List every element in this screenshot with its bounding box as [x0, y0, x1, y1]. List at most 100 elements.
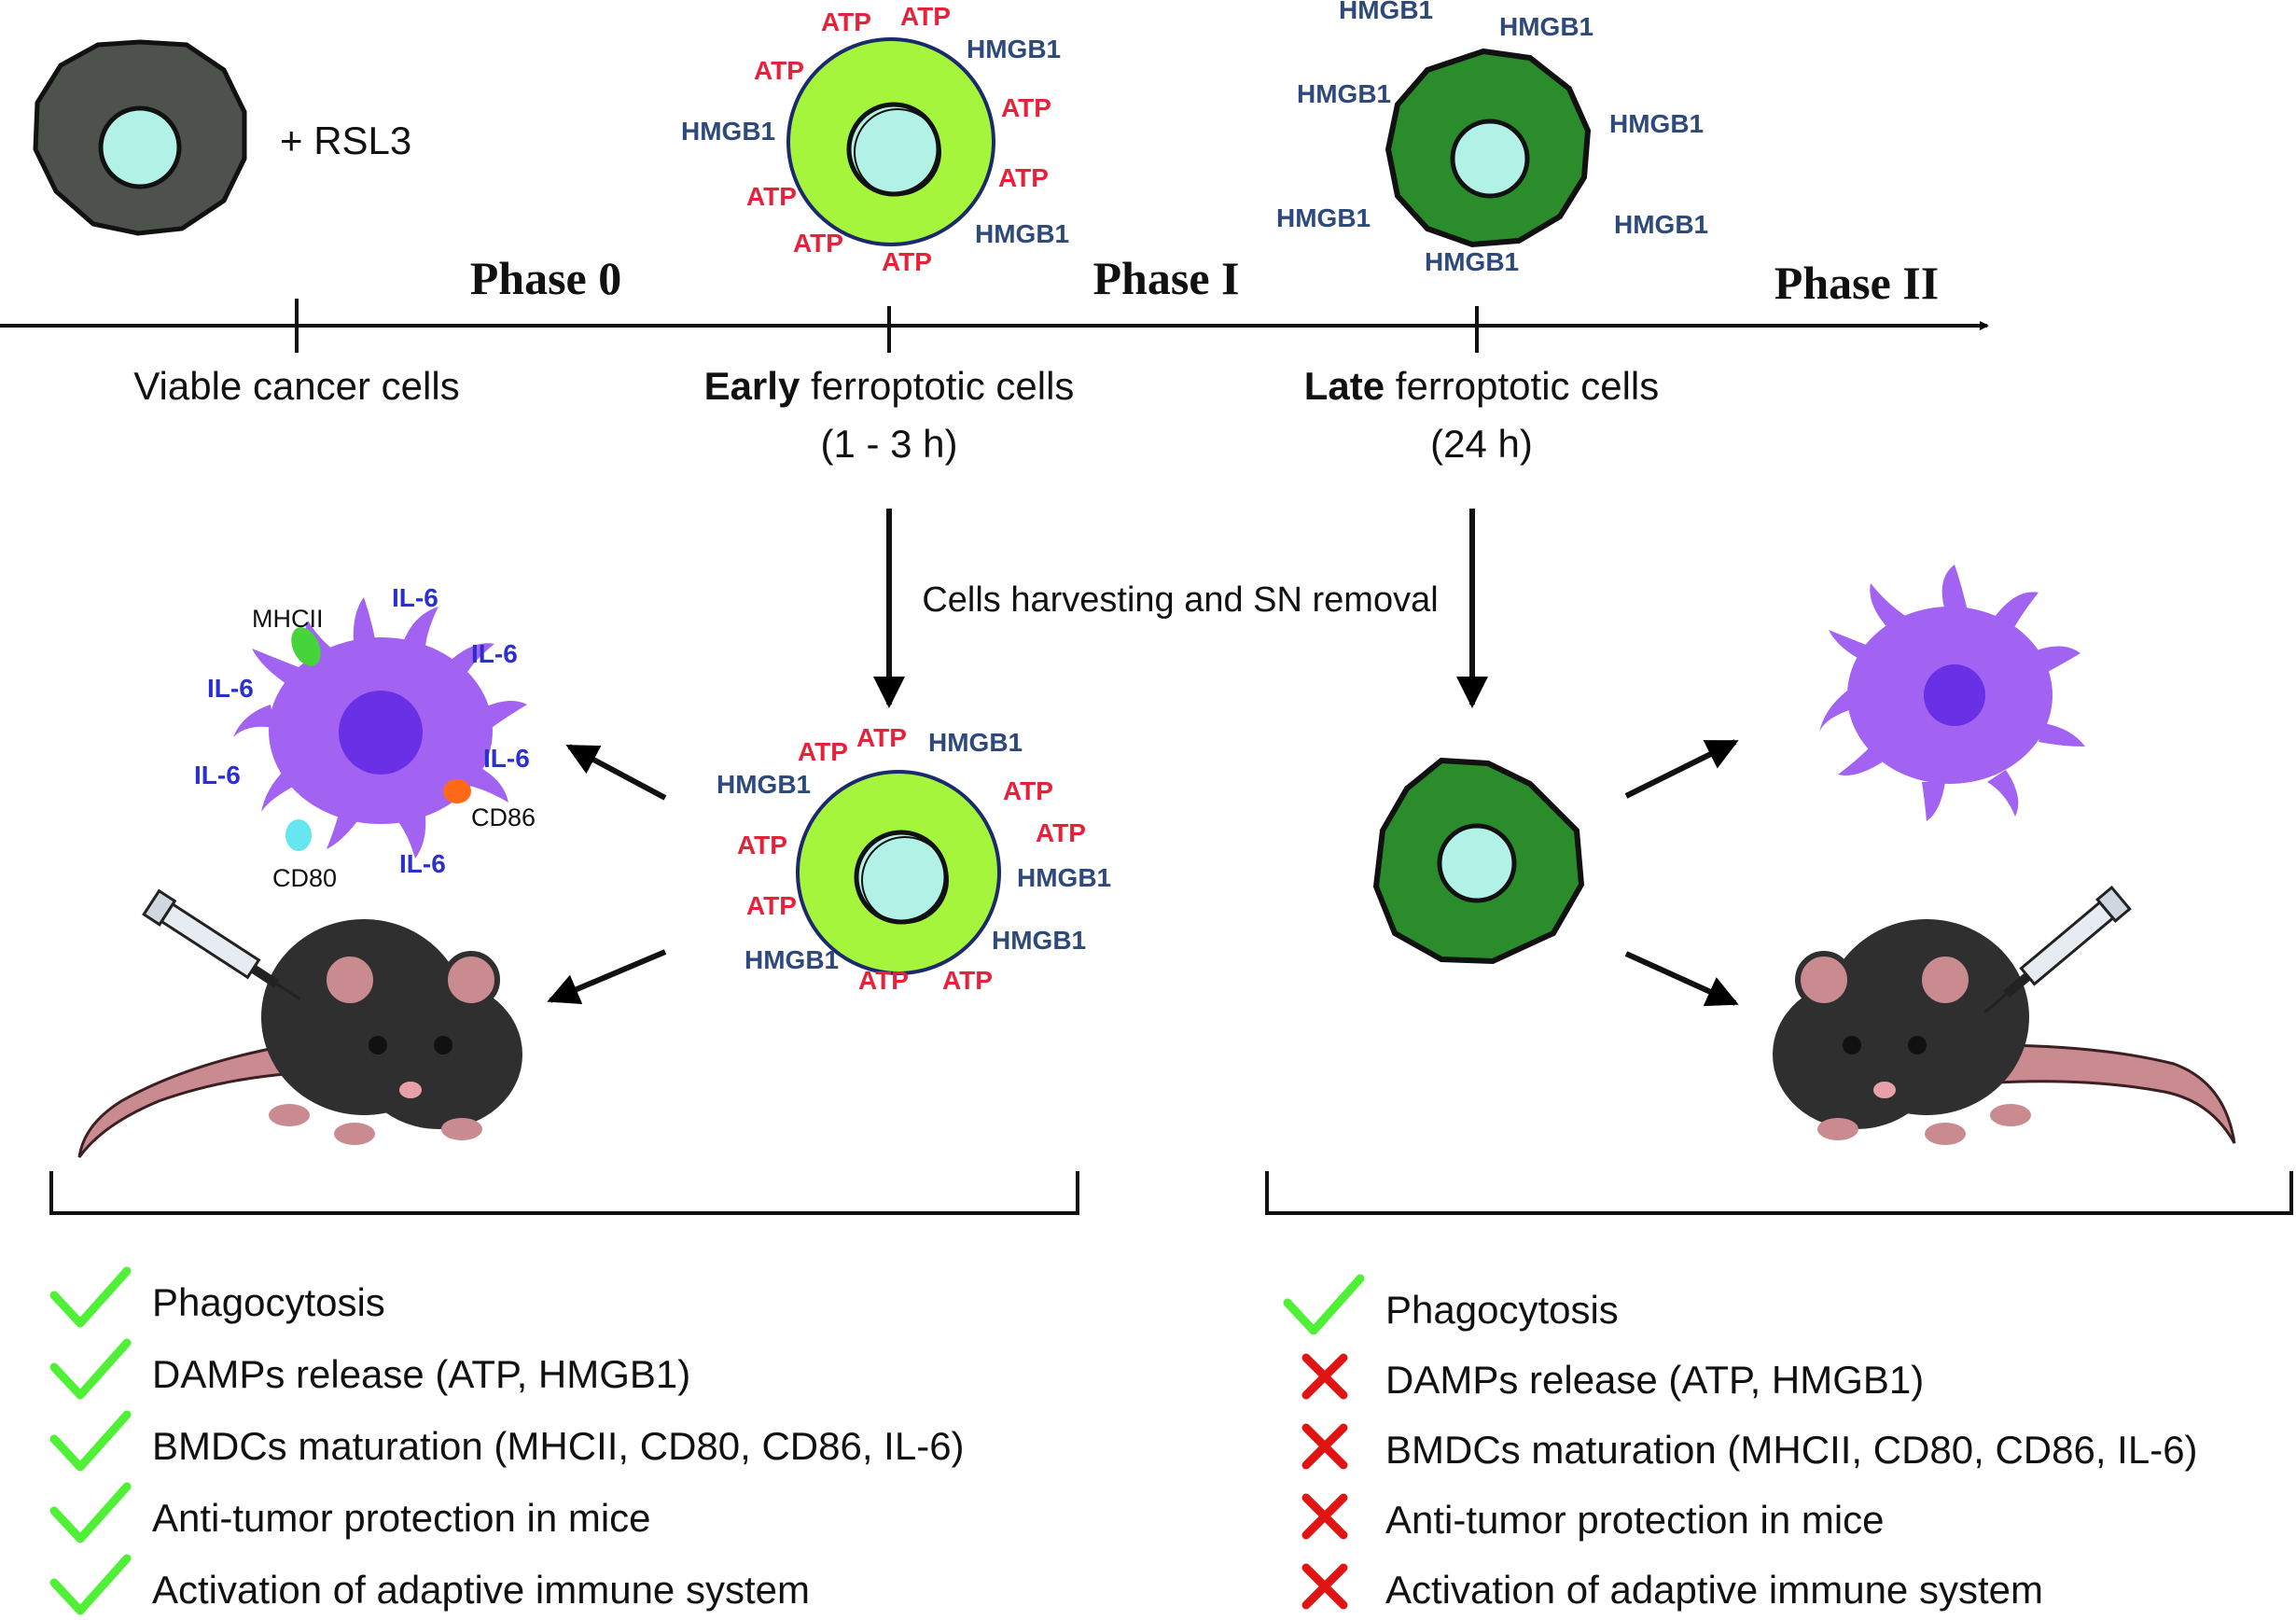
outcome-item: DAMPs release (ATP, HMGB1) — [1301, 1353, 1924, 1402]
stage-0-label: Viable cancer cells — [133, 364, 459, 408]
outcome-text: Activation of adaptive immune system — [152, 1568, 810, 1612]
atp-label: ATP — [1001, 93, 1051, 122]
atp-label: ATP — [821, 7, 871, 36]
atp-label: ATP — [900, 2, 951, 31]
outcome-item: Anti-tumor protection in mice — [1301, 1493, 1885, 1542]
mouse-right — [1773, 885, 2236, 1145]
outcome-item: Phagocytosis — [1283, 1274, 1619, 1335]
hmgb1-label: HMGB1 — [681, 117, 775, 146]
mouse-left — [77, 888, 522, 1158]
outcome-text: Anti-tumor protection in mice — [152, 1496, 651, 1540]
hmgb1-label: HMGB1 — [1297, 79, 1391, 108]
check-icon — [49, 1266, 132, 1328]
arrow-to-mouse-left — [547, 949, 667, 1004]
late-ferroptotic-cell-top — [1385, 48, 1592, 248]
cross-icon — [1301, 1423, 1348, 1470]
atp-label: ATP — [798, 737, 848, 766]
outcome-item: Phagocytosis — [49, 1266, 385, 1328]
atp-label: ATP — [1036, 818, 1086, 847]
outcome-text: DAMPs release (ATP, HMGB1) — [1385, 1358, 1924, 1402]
hmgb1-label: HMGB1 — [1017, 863, 1111, 892]
atp-label: ATP — [882, 247, 932, 276]
hmgb1-label: HMGB1 — [744, 945, 839, 974]
outcome-text: Anti-tumor protection in mice — [1385, 1498, 1885, 1542]
harvest-label: Cells harvesting and SN removal — [922, 580, 1438, 620]
atp-label: ATP — [746, 182, 797, 211]
atp-label: ATP — [737, 831, 787, 859]
outcome-item: Activation of adaptive immune system — [1301, 1563, 2043, 1612]
hmgb1-label: HMGB1 — [928, 728, 1023, 757]
cd86-label: CD86 — [471, 803, 536, 831]
outcome-item: Anti-tumor protection in mice — [49, 1482, 651, 1543]
hmgb1-label: HMGB1 — [1499, 12, 1593, 41]
il6-label: IL-6 — [392, 583, 438, 612]
atp-label: ATP — [746, 891, 797, 920]
outcome-item: Activation of adaptive immune system — [49, 1554, 810, 1615]
stage-2-time: (24 h) — [1430, 422, 1533, 466]
viable-cancer-cell — [33, 39, 247, 236]
il6-label: IL-6 — [399, 849, 446, 878]
hmgb1-label: HMGB1 — [1609, 109, 1704, 138]
cd80-label: CD80 — [272, 864, 337, 892]
hmgb1-label: HMGB1 — [967, 35, 1061, 63]
arrow-to-dc-right — [1624, 739, 1739, 799]
il6-label: IL-6 — [207, 674, 254, 703]
il6-label: IL-6 — [194, 761, 241, 789]
il6-label: IL-6 — [471, 639, 518, 668]
atp-label: ATP — [793, 229, 843, 258]
arrow-to-dc-left — [565, 744, 667, 801]
stage-1-time: (1 - 3 h) — [820, 422, 957, 466]
hmgb1-label: HMGB1 — [992, 926, 1086, 955]
outcome-text: Phagocytosis — [1385, 1288, 1619, 1332]
early-ferroptotic-cell-top — [786, 37, 995, 246]
hmgb1-label: HMGB1 — [1339, 0, 1433, 24]
outcome-text: BMDCs maturation (MHCII, CD80, CD86, IL-… — [1385, 1428, 2198, 1472]
check-icon — [49, 1338, 132, 1400]
hmgb1-label: HMGB1 — [1425, 247, 1519, 276]
atp-label: ATP — [1003, 776, 1053, 805]
early-ferroptotic-cell-mid — [796, 770, 1001, 975]
stage-2-label: Late ferroptotic cells — [1304, 364, 1659, 408]
bracket-early — [49, 1171, 1079, 1215]
outcome-text: DAMPs release (ATP, HMGB1) — [152, 1352, 690, 1396]
check-icon — [49, 1482, 132, 1543]
hmgb1-label: HMGB1 — [1276, 203, 1371, 232]
il6-label: IL-6 — [483, 744, 530, 773]
cross-icon — [1301, 1563, 1348, 1610]
syringe-left — [142, 888, 301, 1001]
dendritic-cell-immature — [1819, 565, 2085, 821]
reagent-label: + RSL3 — [280, 119, 411, 162]
late-ferroptotic-cell-mid — [1372, 757, 1585, 965]
hmgb1-label: HMGB1 — [1614, 210, 1708, 239]
atp-label: ATP — [942, 966, 993, 995]
atp-label: ATP — [754, 56, 804, 85]
outcome-text: Phagocytosis — [152, 1280, 385, 1324]
phase-2-label: Phase II — [1774, 257, 1939, 309]
stage-1-label: Early ferroptotic cells — [704, 364, 1075, 408]
phase-0-label: Phase 0 — [470, 252, 622, 304]
bracket-late — [1265, 1171, 2293, 1215]
hmgb1-label: HMGB1 — [717, 770, 811, 799]
outcome-text: BMDCs maturation (MHCII, CD80, CD86, IL-… — [152, 1424, 965, 1468]
outcome-text: Activation of adaptive immune system — [1385, 1568, 2043, 1612]
dendritic-cell-mature — [233, 597, 527, 859]
outcome-item: BMDCs maturation (MHCII, CD80, CD86, IL-… — [49, 1410, 965, 1472]
check-icon — [1283, 1274, 1365, 1335]
atp-label: ATP — [998, 163, 1049, 192]
cross-icon — [1301, 1493, 1348, 1540]
atp-label: ATP — [858, 966, 909, 995]
phase-1-label: Phase I — [1093, 252, 1240, 304]
mhcii-label: MHCII — [252, 605, 324, 633]
syringe-right — [1983, 885, 2132, 1013]
hmgb1-label: HMGB1 — [975, 219, 1069, 248]
check-icon — [49, 1554, 132, 1615]
check-icon — [49, 1410, 132, 1472]
cross-icon — [1301, 1353, 1348, 1400]
outcome-item: DAMPs release (ATP, HMGB1) — [49, 1338, 690, 1400]
outcome-item: BMDCs maturation (MHCII, CD80, CD86, IL-… — [1301, 1423, 2198, 1472]
arrow-to-mouse-right — [1624, 951, 1739, 1007]
atp-label: ATP — [856, 723, 907, 752]
